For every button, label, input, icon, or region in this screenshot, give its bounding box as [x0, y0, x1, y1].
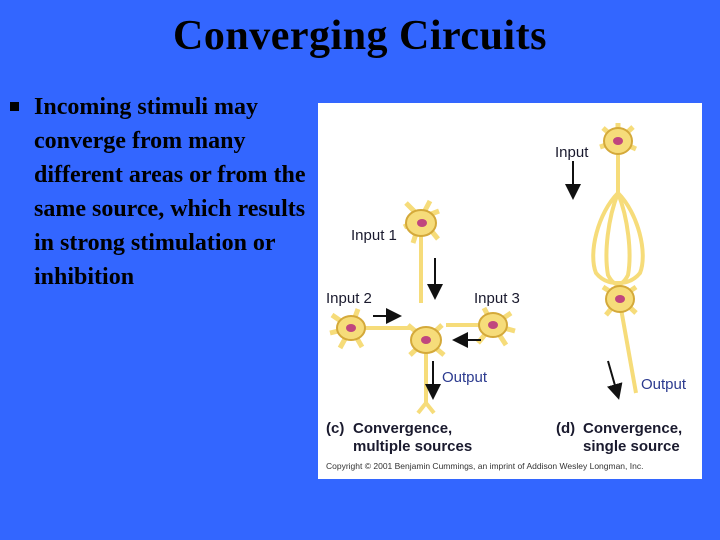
caption-d-letter: (d)	[556, 420, 575, 437]
neuron-input-2	[329, 308, 410, 350]
caption-c-letter: (c)	[326, 420, 344, 437]
label-input-1: Input 1	[351, 227, 397, 244]
caption-c-line2: multiple sources	[353, 438, 472, 455]
caption-c-line1: Convergence,	[353, 420, 452, 437]
slide-title: Converging Circuits	[173, 13, 547, 59]
neuron-output-d	[601, 284, 638, 394]
bullet-marker	[10, 102, 19, 111]
label-input-d: Input	[555, 144, 589, 161]
neuron-output-c	[406, 323, 446, 415]
bullet-text: Incoming stimuli may converge from many …	[34, 94, 306, 290]
neuron-input-3	[446, 306, 516, 347]
convergence-figure: Input 1 Input 2 Input 3 Output Input Out…	[318, 103, 702, 479]
copyright-text: Copyright © 2001 Benjamin Cummings, an i…	[326, 461, 643, 471]
label-input-2: Input 2	[326, 290, 372, 307]
caption-d-line1: Convergence,	[583, 420, 682, 437]
arrow-output-d	[607, 360, 623, 400]
convergence-diagram: Input 1 Input 2 Input 3 Output Input Out…	[326, 123, 687, 471]
axon-branches-d	[591, 191, 645, 287]
label-input-3: Input 3	[474, 290, 520, 307]
label-output-c: Output	[442, 369, 488, 386]
neuron-input-1	[402, 199, 440, 303]
label-output-d: Output	[641, 376, 687, 393]
neuron-input-d	[599, 123, 638, 193]
caption-d-line2: single source	[583, 438, 680, 455]
